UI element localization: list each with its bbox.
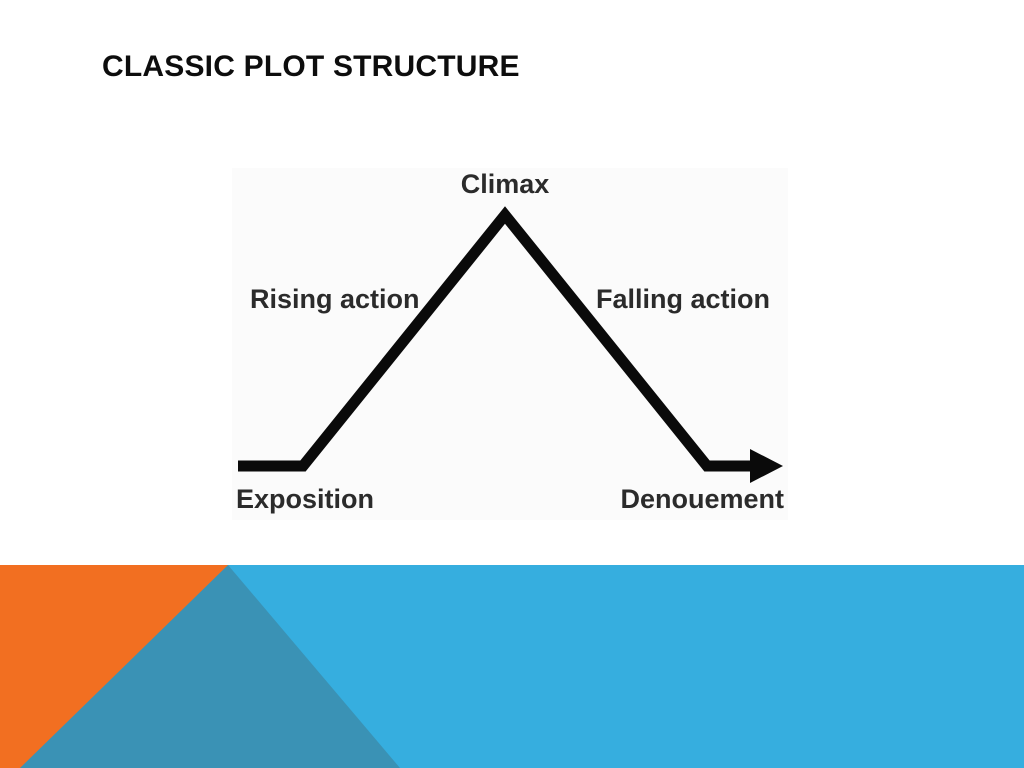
footer-teal-triangle [20, 565, 400, 768]
plot-structure-diagram: Climax Rising action Falling action Expo… [232, 168, 788, 520]
label-climax: Climax [461, 169, 550, 199]
footer-color-band [0, 565, 1024, 768]
plot-arc-line [238, 206, 755, 472]
plot-diagram-graphic: Climax Rising action Falling action Expo… [236, 169, 784, 514]
arrowhead-icon [750, 449, 783, 483]
label-falling-action: Falling action [596, 284, 770, 314]
label-exposition: Exposition [236, 484, 374, 514]
label-denouement: Denouement [620, 484, 784, 514]
footer-graphic [0, 565, 1024, 768]
label-rising-action: Rising action [250, 284, 420, 314]
page-title: CLASSIC PLOT STRUCTURE [102, 50, 520, 83]
